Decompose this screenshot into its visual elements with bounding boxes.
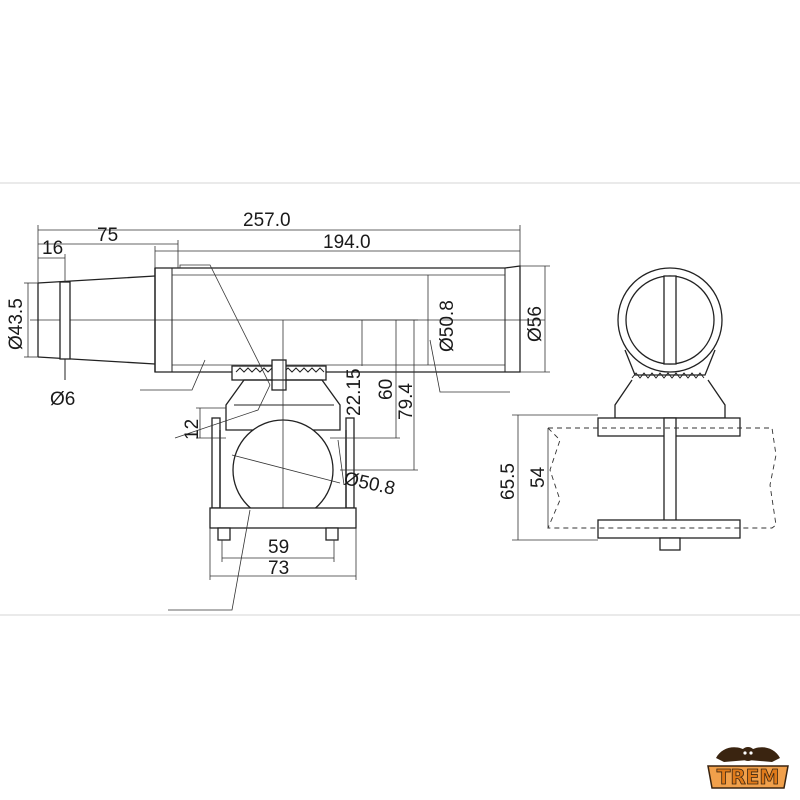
dim-knob-height: 22.15 xyxy=(344,368,365,416)
dim-tube-outer-diameter: Ø56 xyxy=(525,306,546,342)
dim-tube-length: 194.0 xyxy=(323,232,371,253)
logo-text: TREM xyxy=(717,765,780,789)
dim-side-height-inner: 54 xyxy=(528,466,549,488)
dim-tip-collar: 16 xyxy=(42,238,63,259)
dim-tube-inner-diameter: Ø50.8 xyxy=(437,300,458,352)
dimension-labels: 257.0 194.0 75 16 Ø43.5 Ø6 Ø50.8 Ø56 22.… xyxy=(6,210,549,579)
side-dimensions xyxy=(24,225,550,580)
drawing-frame xyxy=(0,182,800,616)
dim-clamp-diameter: Ø50.8 xyxy=(342,468,397,499)
dim-tip-ring: Ø6 xyxy=(50,389,75,410)
trem-logo: TREM xyxy=(707,747,789,789)
dim-clamp-gap: 12 xyxy=(182,419,203,440)
end-dimensions xyxy=(512,414,598,541)
dim-base-inner-width: 59 xyxy=(268,537,289,558)
end-view xyxy=(546,267,777,551)
dim-base-outer-width: 73 xyxy=(268,558,289,579)
side-view xyxy=(30,264,545,611)
dim-overall-length: 257.0 xyxy=(243,210,291,231)
logo-mascot-icon xyxy=(707,747,789,789)
dim-tip-diameter: Ø43.5 xyxy=(6,298,27,350)
dim-height-79-4: 79.4 xyxy=(396,383,417,420)
dim-tip-length: 75 xyxy=(97,225,118,246)
dim-height-60: 60 xyxy=(376,379,397,400)
dim-side-height-outer: 65.5 xyxy=(498,463,519,500)
